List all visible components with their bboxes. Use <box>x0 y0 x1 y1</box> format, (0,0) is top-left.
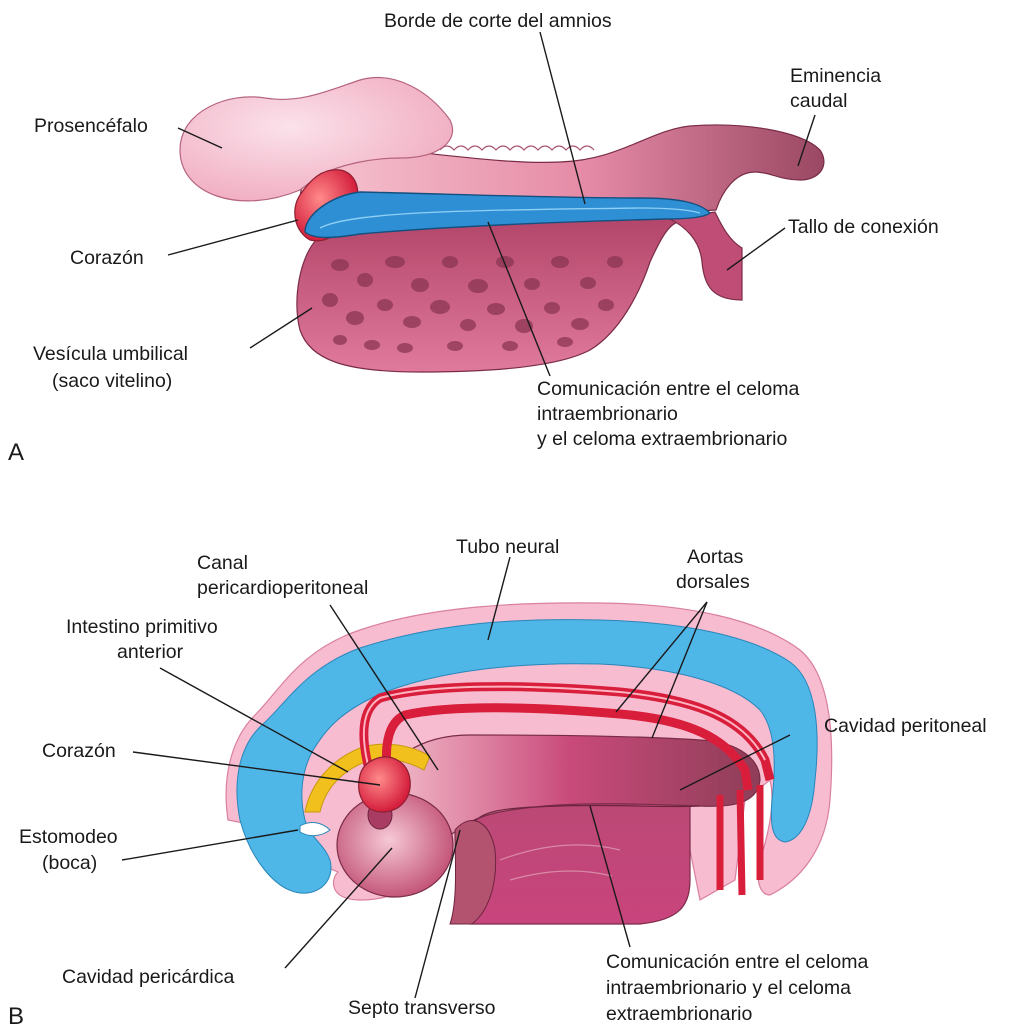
label-intestino-1: Intestino primitivo <box>66 616 218 638</box>
heart-b-shape <box>359 757 411 812</box>
label-eminencia-caudal-2: caudal <box>790 90 847 112</box>
label-vesicula-2: (saco vitelino) <box>52 370 172 392</box>
label-vesicula-1: Vesícula umbilical <box>33 343 188 365</box>
label-tubo-neural: Tubo neural <box>456 536 559 558</box>
label-corazon-a: Corazón <box>70 247 144 269</box>
label-tallo-conexion: Tallo de conexión <box>788 216 939 238</box>
label-cavidad-peritoneal: Cavidad peritoneal <box>824 715 987 737</box>
label-cavidad-pericardica: Cavidad pericárdica <box>62 966 234 988</box>
label-estomodeo-1: Estomodeo <box>19 826 118 848</box>
label-estomodeo-2: (boca) <box>42 852 97 874</box>
label-aortas-2: dorsales <box>676 571 750 593</box>
label-corazon-b: Corazón <box>42 740 116 762</box>
label-borde-amnios: Borde de corte del amnios <box>384 10 612 32</box>
label-canal-2: pericardioperitoneal <box>197 577 368 599</box>
label-prosencefalo: Prosencéfalo <box>34 115 148 137</box>
connecting-stalk-shape <box>668 212 742 300</box>
panel-a-illustration <box>180 78 824 372</box>
yolk-sac-shape <box>297 214 700 372</box>
panel-letter-a: A <box>8 439 24 466</box>
panel-b-illustration <box>226 603 832 924</box>
aorta-descending-2 <box>740 790 742 895</box>
label-septo-transverso: Septo transverso <box>348 997 496 1019</box>
label-intestino-2: anterior <box>117 641 184 663</box>
label-canal-1: Canal <box>197 552 248 574</box>
label-comunicacion-b-1: Comunicación entre el celoma <box>606 951 868 973</box>
label-comunicacion-a-3: y el celoma extraembrionario <box>537 428 788 450</box>
label-comunicacion-a-1: Comunicación entre el celoma <box>537 378 799 400</box>
panel-letter-b: B <box>8 1003 24 1030</box>
label-eminencia-caudal-1: Eminencia <box>790 65 881 87</box>
label-comunicacion-b-3: extraembrionario <box>606 1003 752 1025</box>
label-comunicacion-b-2: intraembrionario y el celoma <box>606 977 851 999</box>
label-aortas-1: Aortas <box>687 546 744 568</box>
label-comunicacion-a-2: intraembrionario <box>537 403 678 425</box>
